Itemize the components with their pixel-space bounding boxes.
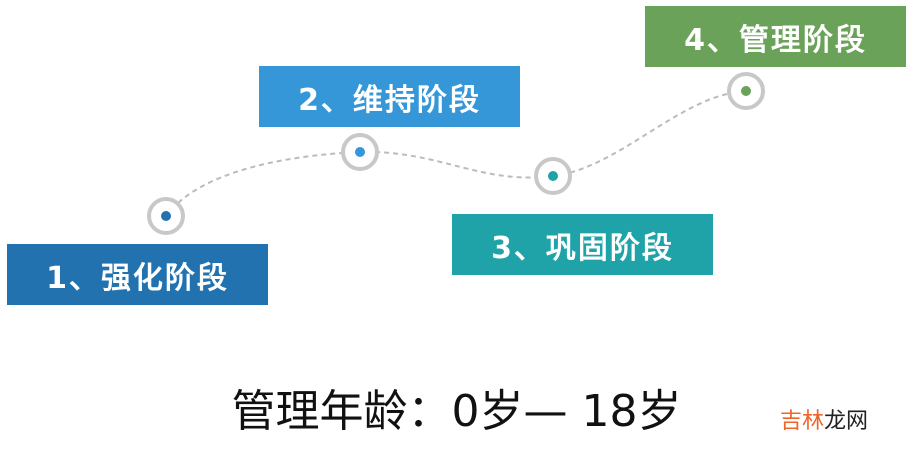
stage-4-node bbox=[727, 72, 765, 110]
stage-3-node bbox=[534, 157, 572, 195]
watermark-part2: 龙网 bbox=[824, 409, 869, 434]
stage-2-label: 2、维持阶段 bbox=[259, 66, 520, 127]
age-caption: 管理年龄：0岁— 18岁 bbox=[231, 386, 682, 437]
stage-1-label: 1、强化阶段 bbox=[7, 244, 268, 305]
stage-3-label: 3、巩固阶段 bbox=[452, 214, 713, 275]
dashed-connector bbox=[165, 90, 747, 217]
stage-2-node bbox=[341, 133, 379, 171]
stage-4-label: 4、管理阶段 bbox=[645, 6, 906, 67]
stage-1-node bbox=[147, 197, 185, 235]
watermark-part1: 吉林 bbox=[780, 409, 825, 434]
watermark: 吉林龙网 bbox=[780, 403, 868, 435]
